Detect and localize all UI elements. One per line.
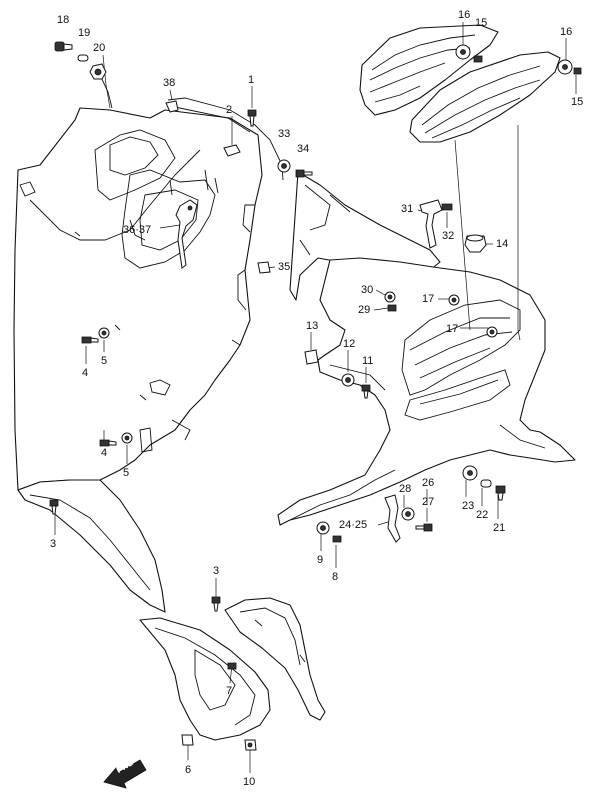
callout-c28: 28 <box>399 483 412 495</box>
lower-side-panel <box>17 479 166 613</box>
callout-c15a: 15 <box>475 17 488 29</box>
middle-side-cowl <box>277 257 576 526</box>
callout-c2425: 24·25 <box>339 519 368 531</box>
callout-c29: 29 <box>358 304 371 316</box>
callout-c3b: 3 <box>213 565 220 577</box>
callout-c23: 23 <box>462 500 475 512</box>
callout-c17a: 17 <box>422 293 435 305</box>
callout-c4b: 4 <box>101 447 108 459</box>
hardware-items <box>49 41 582 751</box>
callout-c2: 2 <box>226 104 233 116</box>
callout-c13: 13 <box>306 320 319 332</box>
callout-c22: 22 <box>476 509 489 521</box>
callout-c16b: 16 <box>560 26 573 38</box>
callout-c4a: 4 <box>82 367 89 379</box>
callout-c1: 1 <box>248 74 255 86</box>
lower-leg-strip <box>139 617 271 741</box>
callout-c3637: 36·37 <box>123 224 152 236</box>
callout-c30: 30 <box>361 284 374 296</box>
callout-c10: 10 <box>243 776 256 788</box>
callout-c38: 38 <box>163 77 176 89</box>
callout-c7: 7 <box>226 685 233 697</box>
callout-c5a: 5 <box>101 355 108 367</box>
callout-c33: 33 <box>278 128 291 140</box>
callout-c18: 18 <box>57 14 70 26</box>
callout-c17b: 17 <box>446 323 459 335</box>
callout-c26: 26 <box>422 477 435 489</box>
callout-c3a: 3 <box>50 538 57 550</box>
callout-c32: 32 <box>442 230 455 242</box>
callout-c11: 11 <box>362 355 374 367</box>
callout-c8: 8 <box>332 571 339 583</box>
callout-c21: 21 <box>493 522 506 534</box>
callout-c16a: 16 <box>458 9 471 21</box>
callout-c19: 19 <box>78 27 91 39</box>
callout-c27: 27 <box>422 496 435 508</box>
callout-c20: 20 <box>93 42 106 54</box>
lower-bracket-panel <box>224 597 326 721</box>
callout-c15b: 15 <box>571 96 584 108</box>
callout-c12: 12 <box>343 338 356 350</box>
callout-c6: 6 <box>185 764 192 776</box>
callout-c14: 14 <box>496 238 509 250</box>
callout-c35: 35 <box>278 261 291 273</box>
callout-c5b: 5 <box>123 467 130 479</box>
fwd-direction-arrow <box>103 759 147 789</box>
inner-cowling-panel <box>13 107 263 491</box>
callout-c34: 34 <box>297 143 310 155</box>
callout-c9: 9 <box>317 554 324 566</box>
callout-c31: 31 <box>401 203 414 215</box>
